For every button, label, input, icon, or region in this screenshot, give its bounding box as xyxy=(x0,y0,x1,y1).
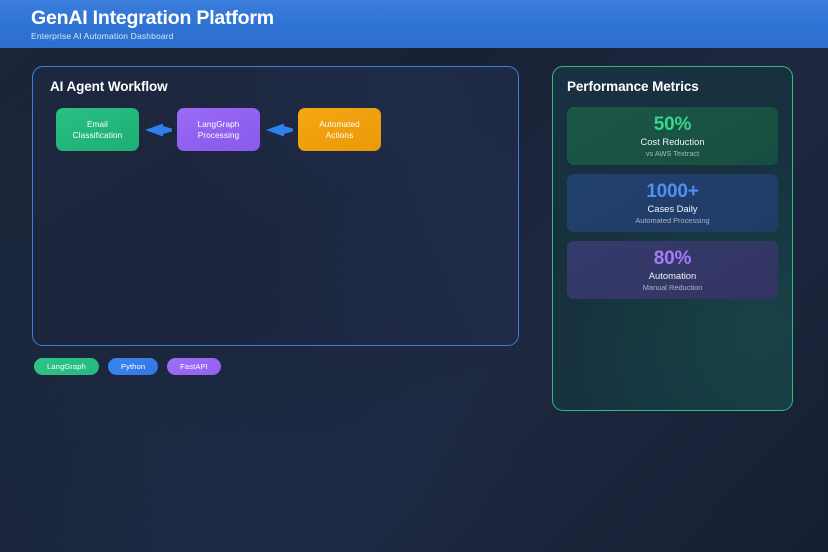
performance-metrics-panel: Performance Metrics 50% Cost Reduction v… xyxy=(552,66,793,411)
workflow-node-langgraph-processing[interactable]: LangGraph Processing xyxy=(177,108,260,151)
workflow-diagram: Email Classification LangGraph Processin… xyxy=(56,108,518,151)
metric-card-list: 50% Cost Reduction vs AWS Textract 1000+… xyxy=(567,107,778,299)
ai-agent-workflow-panel: AI Agent Workflow Email Classification L… xyxy=(32,66,519,346)
metric-card-cases-daily[interactable]: 1000+ Cases Daily Automated Processing xyxy=(567,174,778,232)
metric-sublabel: Manual Reduction xyxy=(642,282,703,292)
technology-tag-list: LangGraph Python FastAPI xyxy=(34,358,221,375)
metric-card-cost-reduction[interactable]: 50% Cost Reduction vs AWS Textract xyxy=(567,107,778,165)
metric-sublabel: vs AWS Textract xyxy=(645,148,700,158)
workflow-node-label-line1: LangGraph xyxy=(197,119,240,129)
metric-value: 50% xyxy=(653,113,692,135)
workflow-node-label-line2: Actions xyxy=(325,130,354,140)
workflow-node-label-line2: Classification xyxy=(72,130,123,140)
metrics-panel-title: Performance Metrics xyxy=(567,79,699,94)
arrow-left-icon xyxy=(139,120,177,140)
workflow-node-label-line1: Automated xyxy=(319,119,360,129)
page-title: GenAI Integration Platform xyxy=(31,7,274,29)
tag-langgraph[interactable]: LangGraph xyxy=(34,358,99,375)
tag-python[interactable]: Python xyxy=(107,358,159,375)
metric-sublabel: Automated Processing xyxy=(635,215,710,225)
workflow-panel-title: AI Agent Workflow xyxy=(50,79,168,94)
workflow-node-email-classification[interactable]: Email Classification xyxy=(56,108,139,151)
page-subtitle: Enterprise AI Automation Dashboard xyxy=(31,31,174,41)
metric-value: 80% xyxy=(653,247,692,269)
metric-label: Cases Daily xyxy=(647,202,698,214)
metric-label: Cost Reduction xyxy=(640,135,705,147)
workflow-node-automated-actions[interactable]: Automated Actions xyxy=(298,108,381,151)
arrow-left-icon xyxy=(260,120,298,140)
metric-label: Automation xyxy=(648,269,697,281)
workflow-node-label-line2: Processing xyxy=(197,130,240,140)
tag-fastapi[interactable]: FastAPI xyxy=(167,358,221,375)
metric-card-automation[interactable]: 80% Automation Manual Reduction xyxy=(567,241,778,299)
workflow-node-label-line1: Email xyxy=(87,119,108,129)
app-header: GenAI Integration Platform Enterprise AI… xyxy=(0,0,828,48)
metric-value: 1000+ xyxy=(646,180,699,202)
